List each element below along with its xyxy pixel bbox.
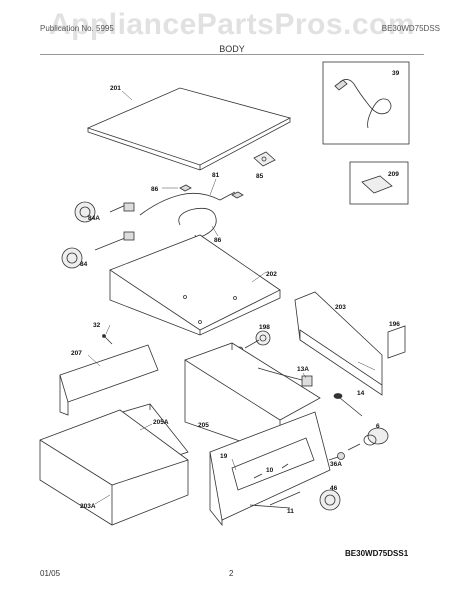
label-32: 32	[93, 322, 101, 329]
part-bushing[interactable]	[319, 489, 341, 511]
part-switch-84[interactable]	[61, 231, 135, 269]
label-196: 196	[389, 321, 400, 328]
label-84: 84	[80, 261, 88, 268]
section-title: BODY	[219, 44, 245, 54]
label-11: 11	[287, 508, 294, 515]
leader-lines	[87, 90, 376, 505]
label-10: 10	[266, 467, 274, 474]
label-36a: 36A	[330, 461, 342, 468]
part-power-cord[interactable]	[322, 61, 410, 145]
part-switch-84a[interactable]	[74, 201, 135, 223]
label-203a: 203A	[80, 503, 96, 510]
part-probe[interactable]	[333, 393, 363, 417]
publication-number: Publication No. 5995	[40, 24, 114, 33]
label-203: 203	[335, 304, 346, 311]
part-knob[interactable]	[347, 427, 389, 451]
label-13a: 13A	[297, 366, 309, 373]
label-46: 46	[330, 485, 338, 492]
page-header: Publication No. 5995 BE30WD75DSS	[40, 24, 440, 36]
part-cord-clamp[interactable]	[257, 367, 313, 387]
label-198: 198	[259, 324, 270, 331]
label-14: 14	[357, 390, 365, 397]
model-code: BE30WD75DSS1	[345, 549, 409, 558]
part-right-side-panel[interactable]	[294, 291, 383, 396]
part-plate-196[interactable]	[387, 325, 406, 359]
part-spring-clip[interactable]	[328, 452, 345, 461]
part-screw[interactable]	[102, 334, 113, 345]
part-label[interactable]	[349, 161, 409, 205]
label-86b: 86	[214, 237, 222, 244]
footer-date: 01/05	[40, 569, 61, 578]
label-81: 81	[212, 172, 220, 179]
header-divider	[40, 54, 424, 55]
label-209: 209	[388, 171, 399, 178]
label-205: 205	[198, 422, 209, 429]
label-86a: 86	[151, 186, 159, 193]
label-201: 201	[110, 85, 121, 92]
label-202: 202	[266, 271, 277, 278]
label-85: 85	[256, 173, 264, 180]
label-39: 39	[392, 70, 400, 77]
page-number: 2	[229, 569, 234, 578]
label-19: 19	[220, 453, 228, 460]
part-base-pan[interactable]	[109, 234, 281, 336]
label-84a: 84A	[88, 215, 100, 222]
model-number-header: BE30WD75DSS	[381, 24, 440, 33]
part-drawer-front[interactable]	[209, 411, 331, 527]
part-top-panel[interactable]	[86, 87, 292, 171]
part-side-panel-203a[interactable]	[39, 409, 189, 526]
part-bracket[interactable]	[253, 151, 276, 167]
part-left-rail[interactable]	[59, 344, 159, 416]
part-screws[interactable]	[249, 463, 301, 509]
label-6: 6	[376, 423, 380, 430]
label-205a: 205A	[153, 419, 169, 426]
label-207: 207	[71, 350, 82, 357]
